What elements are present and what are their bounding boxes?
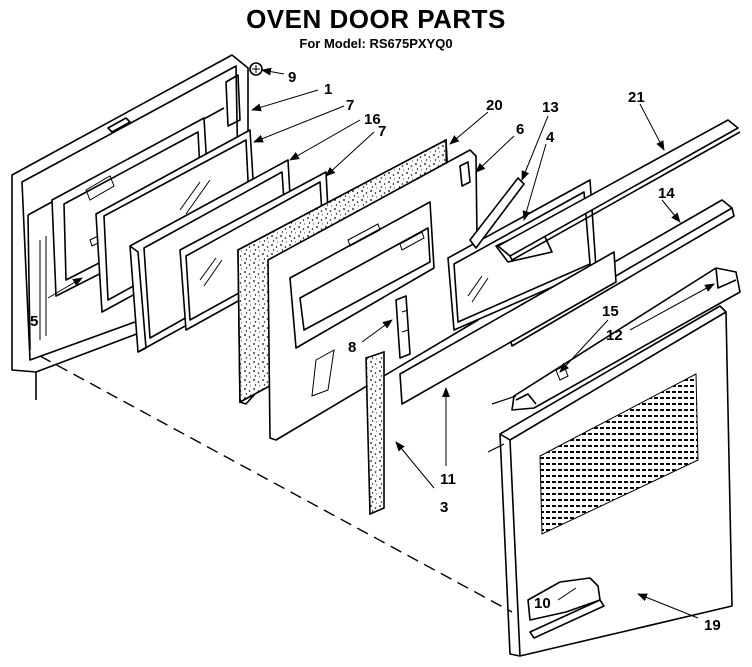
model-subtitle: For Model: RS675PXYQ0 [299, 36, 453, 51]
part-19-outer-door-panel [499, 305, 733, 657]
callout-11: 11 [440, 471, 456, 488]
callout-5: 5 [30, 313, 38, 330]
callout-16: 16 [364, 111, 381, 128]
callout-13: 13 [542, 99, 559, 116]
part-21-top-trim [497, 119, 741, 261]
leader-lines [47, 67, 715, 619]
callout-labels: 9 1 7 16 7 20 6 13 4 21 14 15 12 5 8 11 … [30, 69, 721, 634]
callout-12: 12 [606, 327, 623, 344]
callout-9: 9 [288, 69, 296, 86]
callout-15: 15 [602, 303, 619, 320]
callout-1: 1 [324, 81, 332, 98]
callout-20: 20 [486, 97, 503, 114]
callout-21: 21 [628, 89, 645, 106]
callout-7-lower: 7 [378, 123, 386, 140]
part-9-screw [249, 62, 263, 76]
part-11-trim-strip [399, 251, 617, 405]
callout-3: 3 [440, 499, 448, 516]
part-12-door-handle [511, 267, 741, 411]
part-3-side-strip [365, 350, 385, 516]
callout-19: 19 [704, 617, 721, 634]
diagram-title: OVEN DOOR PARTS [246, 4, 506, 34]
assembly-dash-lines [39, 355, 517, 613]
callout-8: 8 [348, 339, 356, 356]
part-8-hinge-bracket [395, 295, 411, 359]
callout-10: 10 [534, 595, 551, 612]
callout-6: 6 [516, 121, 524, 138]
callout-7-upper: 7 [346, 97, 354, 114]
callout-4: 4 [546, 129, 555, 146]
callout-14: 14 [658, 185, 675, 202]
part-6-inner-door-panel [267, 149, 479, 441]
